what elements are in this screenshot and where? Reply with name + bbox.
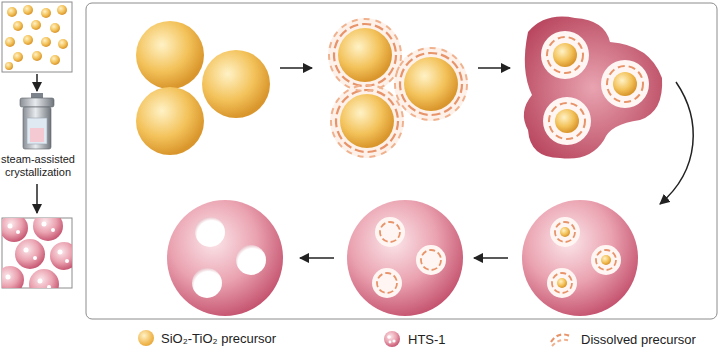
process-frame — [86, 3, 717, 319]
autoclave-icon — [20, 93, 54, 149]
precursor-spheres — [136, 21, 270, 155]
precursor-box — [2, 2, 72, 72]
flow-arrow — [478, 67, 510, 69]
hts-sphere-cores — [522, 200, 638, 316]
hts-sphere-dissolving — [347, 200, 463, 316]
legend-text: HTS-1 — [408, 332, 446, 347]
flow-arrow — [300, 257, 334, 259]
legend-item: SiO₂-TiO₂ precursor — [138, 330, 276, 346]
legend-icon — [383, 330, 401, 348]
legend-item: Dissolved precursor — [548, 330, 696, 348]
legend-text: Dissolved precursor — [581, 332, 696, 347]
flow-arrow — [36, 74, 38, 91]
flow-arrow — [280, 67, 312, 69]
growing-hts — [524, 17, 662, 159]
hollow-hts-sphere — [167, 200, 283, 316]
flow-arrow — [36, 184, 38, 213]
hts-product-box — [0, 211, 78, 299]
legend-swatch — [138, 330, 154, 346]
legend-icon — [548, 330, 574, 348]
flow-arrow — [660, 82, 693, 204]
dissolving-spheres — [328, 18, 468, 158]
legend-text: SiO₂-TiO₂ precursor — [161, 331, 276, 346]
process-label: steam-assisted crystallization — [0, 153, 76, 179]
legend-item: HTS-1 — [383, 330, 446, 348]
label-text: steam-assisted crystallization — [1, 153, 75, 178]
flow-arrow — [474, 257, 508, 259]
